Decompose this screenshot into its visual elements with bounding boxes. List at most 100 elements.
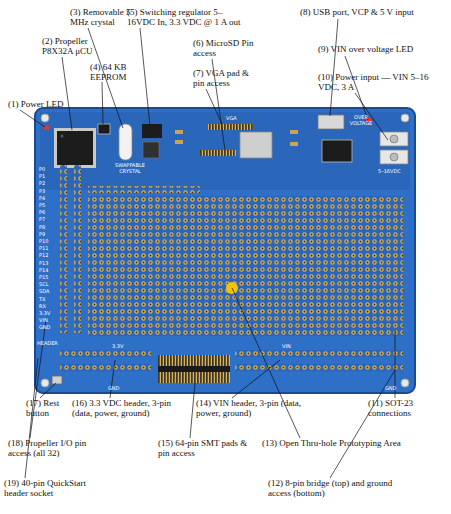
pin-label: P2 — [39, 180, 45, 186]
callout-label: (6) MicroSD Pin access — [193, 38, 271, 58]
vga-pads — [208, 124, 253, 130]
callout-label: (11) SOT-23 connections — [368, 398, 448, 418]
callout-label: (1) Power LED — [8, 99, 78, 109]
power-terminal — [380, 150, 408, 164]
board-shade — [40, 112, 410, 190]
pin-label: P0 — [39, 166, 45, 172]
reset-button — [52, 376, 62, 384]
pin-label: P3 — [39, 188, 45, 194]
callout-label: (7) VGA pad & pin access — [193, 68, 257, 88]
pin-label: P14 — [39, 267, 48, 273]
leader-line — [30, 320, 46, 438]
pin-label: TX — [39, 296, 45, 302]
pin-label: P8 — [39, 224, 45, 230]
smd-part — [175, 130, 183, 134]
mounting-hole — [401, 114, 409, 122]
callout-label: (16) 3.3 VDC header, 3-pin (data, power,… — [72, 398, 184, 418]
leader-line — [110, 360, 115, 398]
leader-line — [140, 28, 150, 126]
pin-label: P15 — [39, 274, 48, 280]
header-row — [60, 350, 151, 357]
microsd-pads — [200, 150, 236, 156]
mounting-hole — [41, 379, 49, 387]
pin-label: P5 — [39, 202, 45, 208]
silkscreen-label: GND — [385, 385, 396, 391]
callout-label: (17) Rest button — [26, 398, 70, 418]
silkscreen-label: VIN — [282, 343, 291, 349]
usb-chip — [322, 140, 352, 162]
usb-port — [318, 115, 344, 129]
leader-line — [25, 358, 38, 478]
silkscreen-label: 5–16VDC — [378, 168, 401, 174]
callout-label: (3) Removable 5 MHz crystal — [70, 7, 136, 27]
callout-label: (5) Switching regulator 5–16VDC In, 3.3 … — [127, 7, 247, 27]
smd-part — [175, 140, 183, 144]
circuit-board — [35, 108, 415, 393]
leader-line — [40, 383, 56, 398]
pin-label: P11 — [39, 245, 48, 251]
callout-label: (19) 40-pin QuickStart header socket — [4, 478, 100, 498]
pin-label: P6 — [39, 209, 45, 215]
smd-part — [290, 142, 298, 146]
header-row — [60, 364, 151, 371]
terminal-screw — [390, 135, 398, 143]
propeller-chip — [57, 131, 93, 165]
prototyping-grid — [88, 196, 403, 336]
pin-label: P9 — [39, 231, 45, 237]
silkscreen-label: OVER VOLTAGE — [346, 114, 376, 126]
mounting-hole — [401, 379, 409, 387]
smd-part — [290, 130, 298, 134]
pin-label: P7 — [39, 216, 45, 222]
leader-line — [330, 19, 338, 116]
pin-label: SCL — [39, 281, 48, 287]
callout-label: (12) 8-pin bridge (top) and ground acces… — [268, 478, 393, 498]
silkscreen-label: GND — [108, 385, 119, 391]
pin-label: P1 — [39, 173, 45, 179]
callout-label: (15) 64-pin SMT pads & pin access — [158, 438, 254, 458]
inductor — [143, 142, 159, 158]
mounting-hole — [41, 114, 49, 122]
crystal — [119, 124, 132, 160]
pin-label: GND — [39, 324, 50, 330]
leader-line — [190, 383, 195, 438]
pin-label: RX — [39, 303, 46, 309]
regulator — [142, 124, 162, 138]
terminal-screw — [390, 153, 398, 161]
leader-line — [20, 110, 45, 127]
pin-label: 3.3V — [39, 310, 50, 316]
callout-label: (13) Open Thru-hole Prototyping Area — [262, 438, 402, 448]
microsd-socket — [240, 132, 272, 158]
pin-label: VIN — [39, 317, 48, 323]
callout-label: (2) Propeller P8X32A μCU — [42, 36, 104, 56]
smt-center — [158, 366, 230, 372]
pin-label: P12 — [39, 252, 48, 258]
chip-pins — [54, 128, 96, 168]
sot23-pads — [388, 300, 402, 335]
smt-pads — [158, 355, 230, 383]
header-row — [235, 364, 403, 371]
callout-label: (10) Power input — VIN 5–16 VDC, 3 A — [318, 72, 438, 92]
pin-label: P4 — [39, 195, 45, 201]
leader-line — [206, 89, 222, 124]
callout-label: (14) VIN header, 3-pin (data, power, gro… — [196, 398, 306, 418]
silkscreen-label: VGA — [226, 115, 237, 121]
pin-label: SDA — [39, 288, 49, 294]
leader-line — [232, 360, 280, 398]
chip-dot — [61, 135, 64, 138]
callout-label: (18) Propeller I/O pin access (all 32) — [8, 438, 104, 458]
leader-line — [102, 82, 103, 124]
silkscreen-label: SWAPPABLE CRYSTAL — [108, 162, 152, 174]
pin-pads — [74, 165, 81, 333]
callout-label: (4) 64 KB EEPROM — [90, 62, 138, 82]
silkscreen-label: HEADER — [37, 340, 58, 346]
silkscreen-label: 3.3V — [112, 343, 123, 349]
pin-pads — [60, 165, 67, 333]
eeprom-chip — [98, 124, 110, 134]
pin-label: P13 — [39, 260, 48, 266]
callout-label: (9) VIN over voltage LED — [318, 44, 448, 54]
bridge-pads — [88, 186, 200, 193]
pin-label: P10 — [39, 238, 48, 244]
leader-line — [62, 57, 72, 130]
